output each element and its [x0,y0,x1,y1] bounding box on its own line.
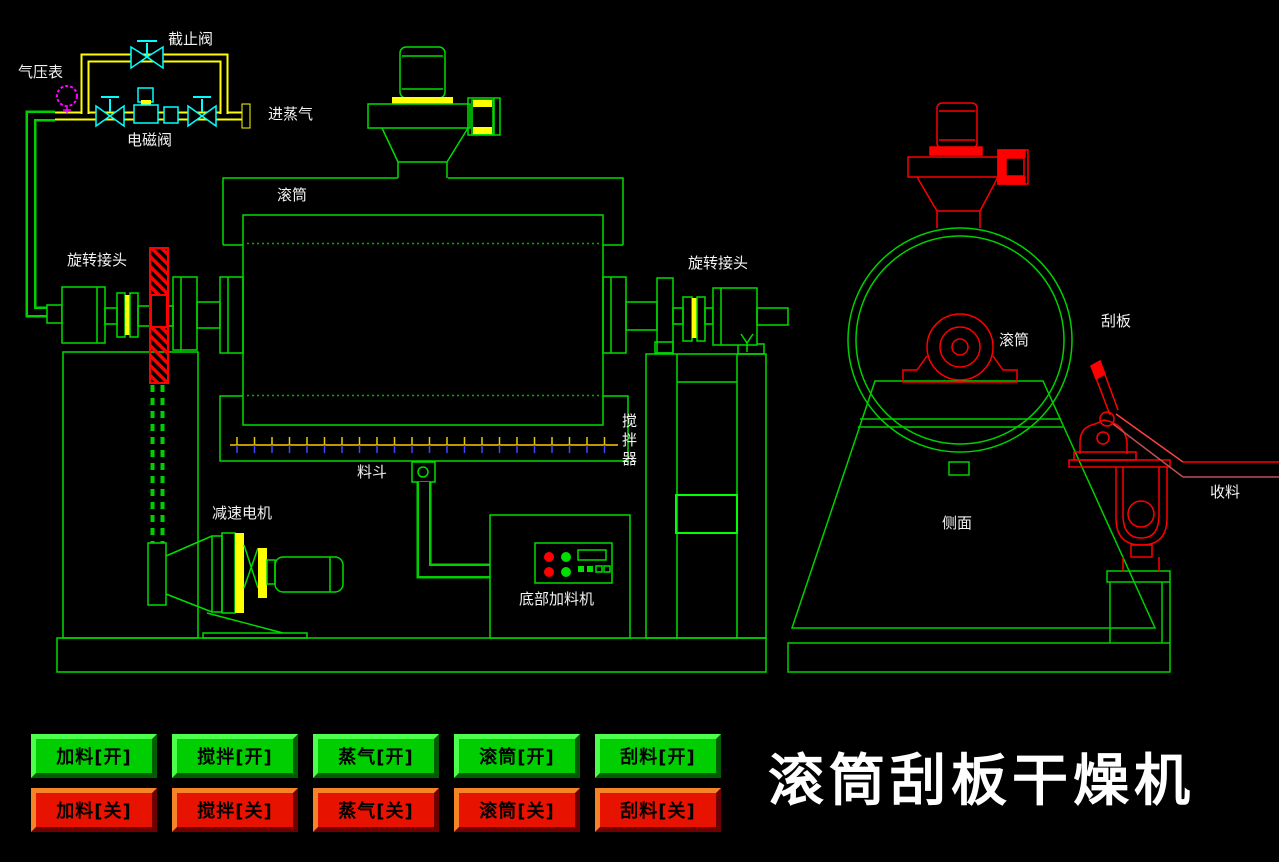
feed-off-button[interactable]: 加料[关] [31,788,157,832]
scrape-on-button[interactable]: 刮料[开] [595,734,721,778]
rotary-joint-left-assembly [46,276,244,354]
label-scraper: 刮板 [1101,312,1132,330]
steam-piping [25,40,251,318]
label-hopper: 料斗 [357,463,388,481]
drum-on-button[interactable]: 滚筒[开] [454,734,580,778]
label-rotary-joint-left: 旋转接头 [67,251,128,269]
drive-belt [150,385,165,543]
stand-trapezoid [790,380,1157,629]
drum-side-circle [847,227,1073,453]
solenoid-valve-icon [133,87,179,124]
scraper-assembly [1068,359,1279,572]
valve-right-icon [187,96,217,128]
feed-on-button[interactable]: 加料[开] [31,734,157,778]
label-side-view: 侧面 [942,514,973,532]
side-base [787,642,1171,673]
agitate-off-button[interactable]: 搅拌[关] [172,788,298,832]
label-stop-valve: 截止阀 [168,30,214,48]
label-steam-inlet: 进蒸气 [268,105,314,123]
side-top-feeder [907,102,1029,228]
drum-front-body [242,214,604,426]
page-title: 滚筒刮板干燥机 [768,749,1195,814]
label-drum-front: 滚筒 [277,186,308,204]
gear-motor-assembly [147,532,344,639]
side-view [787,102,1279,673]
rotary-joint-right-assembly [602,276,789,354]
steam-off-button[interactable]: 蒸气[关] [313,788,439,832]
label-pressure-gauge: 气压表 [18,63,64,81]
scrape-off-button[interactable]: 刮料[关] [595,788,721,832]
center-bearing [902,313,1018,383]
machine-base [56,637,767,673]
label-agitator: 搅拌器 [622,412,638,468]
label-solenoid-valve: 电磁阀 [127,131,173,149]
stop-valve-icon [130,40,164,70]
top-feeder [367,46,501,178]
label-drum-side: 滚筒 [999,331,1030,349]
pressure-gauge-icon [56,85,78,113]
drum-housing [222,177,624,246]
label-rotary-joint-right: 旋转接头 [688,254,749,272]
valve-left-icon [95,96,125,128]
label-bottom-feeder: 底部加料机 [519,590,595,608]
bottom-feeder-box [489,514,631,639]
hopper-trough [219,395,629,483]
label-gear-motor: 减速电机 [212,504,273,522]
steam-on-button[interactable]: 蒸气[开] [313,734,439,778]
label-collect-material: 收料 [1210,483,1241,501]
agitate-on-button[interactable]: 搅拌[开] [172,734,298,778]
drum-off-button[interactable]: 滚筒[关] [454,788,580,832]
main-machine [46,46,789,673]
